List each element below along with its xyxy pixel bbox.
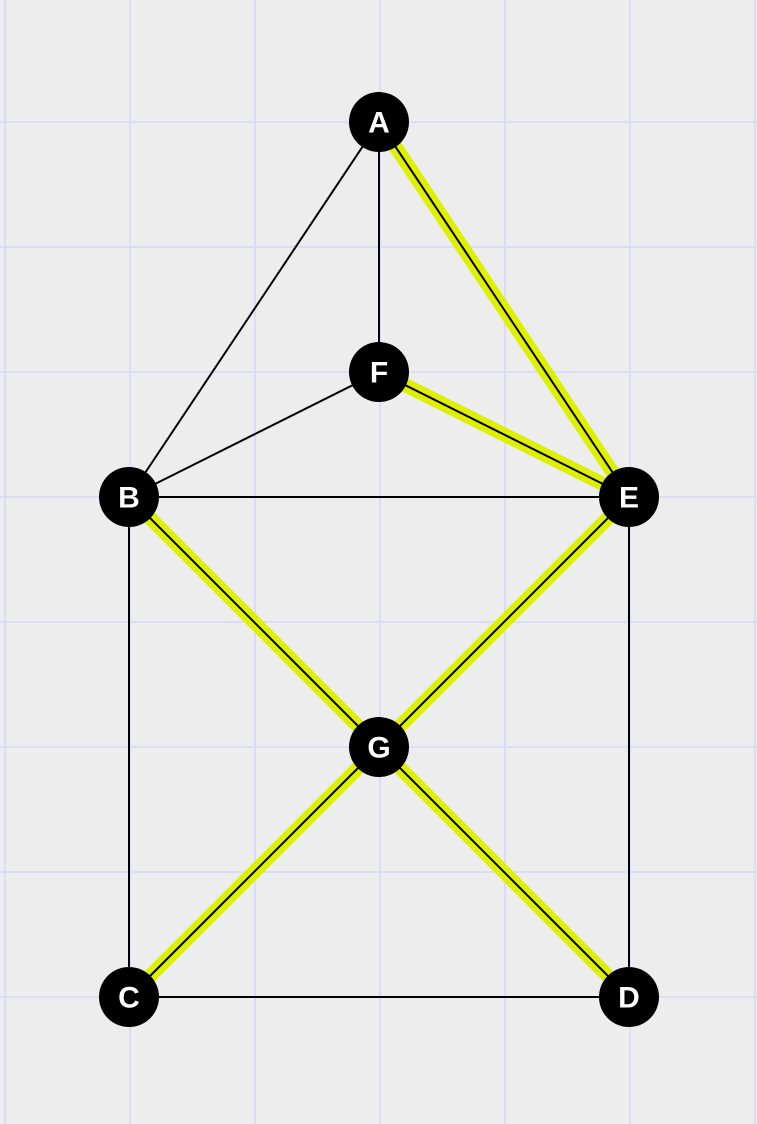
- node-a: A: [349, 92, 409, 152]
- node-e: E: [599, 467, 659, 527]
- edge-e-g: [378, 496, 630, 748]
- edge-g-d: [378, 746, 630, 998]
- node-g: G: [349, 717, 409, 777]
- node-label: B: [118, 482, 140, 515]
- node-circle: [349, 342, 409, 402]
- edge-b-g: [128, 496, 380, 748]
- node-d: D: [599, 967, 659, 1027]
- node-circle: [599, 967, 659, 1027]
- edge-f-b: [128, 371, 380, 498]
- node-circle: [99, 467, 159, 527]
- graph-nodes: A B C D E F G: [99, 92, 659, 1027]
- node-label: D: [618, 982, 640, 1015]
- node-b: B: [99, 467, 159, 527]
- node-f: F: [349, 342, 409, 402]
- edge-g-c: [128, 746, 380, 998]
- edge-a-e: [378, 121, 630, 498]
- node-c: C: [99, 967, 159, 1027]
- node-label: A: [368, 107, 390, 140]
- graph-edges: [128, 121, 630, 998]
- edge-a-b: [128, 121, 380, 498]
- node-circle: [599, 467, 659, 527]
- node-label: F: [370, 357, 388, 390]
- node-circle: [349, 717, 409, 777]
- node-circle: [349, 92, 409, 152]
- node-label: E: [619, 482, 639, 515]
- node-label: C: [118, 982, 140, 1015]
- edge-f-e: [378, 371, 630, 498]
- node-label: G: [367, 732, 390, 765]
- node-circle: [99, 967, 159, 1027]
